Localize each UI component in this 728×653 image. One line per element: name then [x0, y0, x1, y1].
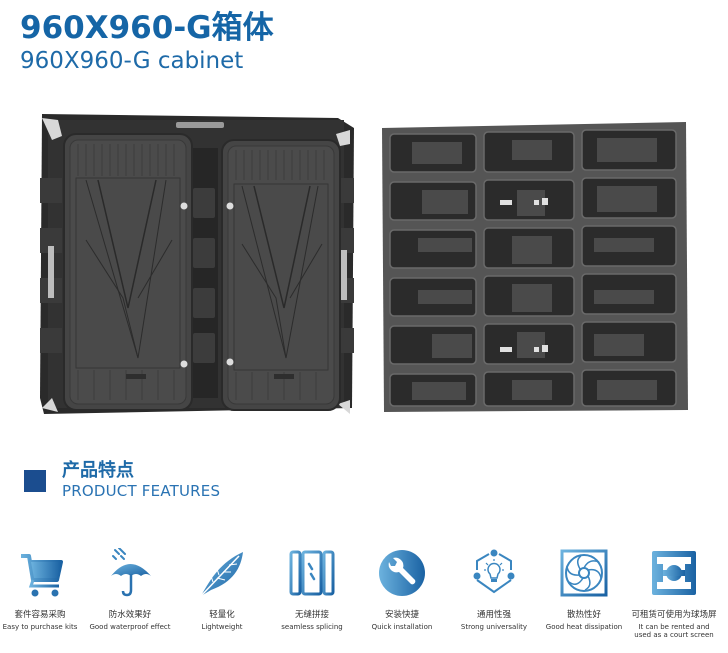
- feature-label-zh: 安装快捷: [384, 610, 419, 620]
- heading-accent-dark: [24, 470, 46, 492]
- feature-item: 通用性强 Strong universality: [444, 548, 544, 631]
- page-title-zh: 960X960-G箱体: [20, 10, 274, 46]
- features-title-zh: 产品特点: [62, 460, 134, 481]
- feature-label-en: Quick installation: [371, 623, 433, 631]
- feature-item: 可租赁可使用为球场屏 It can be rented and used as …: [624, 548, 724, 639]
- feature-label-en-line1: It can be rented and: [638, 623, 710, 631]
- splicing-panels-icon: [289, 550, 335, 596]
- lightbulb-network-icon: [473, 549, 515, 594]
- feather-icon: [200, 552, 243, 597]
- wrench-icon: [379, 550, 425, 596]
- fan-icon: [560, 549, 608, 597]
- feature-label-zh: 散热性好: [566, 610, 601, 620]
- cabinet-front-image: [40, 114, 354, 414]
- feature-label-zh: 可租赁可使用为球场屏: [631, 610, 717, 620]
- feature-item: 防水效果好 Good waterproof effect: [80, 548, 180, 631]
- feature-label-en: Good waterproof effect: [89, 623, 171, 631]
- court-icon: [652, 551, 696, 595]
- features-list: 套件容易采购 Easy to purchase kits 防水效果好 Good …: [0, 548, 728, 648]
- feature-label-zh: 防水效果好: [108, 610, 152, 620]
- page-title-en: 960X960-G cabinet: [20, 48, 244, 74]
- feature-item: 套件容易采购 Easy to purchase kits: [0, 548, 90, 631]
- feature-item: 安装快捷 Quick installation: [352, 548, 452, 631]
- feature-item: 散热性好 Good heat dissipation: [534, 548, 634, 631]
- feature-label-en: Lightweight: [201, 623, 243, 631]
- feature-item: 轻量化 Lightweight: [172, 548, 272, 631]
- feature-label-en: Strong universality: [460, 623, 528, 631]
- feature-label-en: Easy to purchase kits: [2, 623, 78, 631]
- feature-label-en: seamless splicing: [281, 623, 343, 631]
- cabinet-back-image: [382, 122, 688, 412]
- feature-label-zh: 轻量化: [209, 610, 235, 620]
- feature-label-zh: 无缝拼接: [294, 610, 329, 620]
- feature-label-en-line2: used as a court screen: [634, 631, 714, 639]
- feature-item: 无缝拼接 seamless splicing: [262, 548, 362, 631]
- feature-label-en: Good heat dissipation: [545, 623, 623, 631]
- shopping-cart-icon: [21, 554, 63, 597]
- feature-label-zh: 套件容易采购: [14, 610, 66, 620]
- feature-label-zh: 通用性强: [476, 610, 511, 620]
- features-title-en: PRODUCT FEATURES: [62, 482, 221, 500]
- umbrella-rain-icon: [111, 548, 151, 597]
